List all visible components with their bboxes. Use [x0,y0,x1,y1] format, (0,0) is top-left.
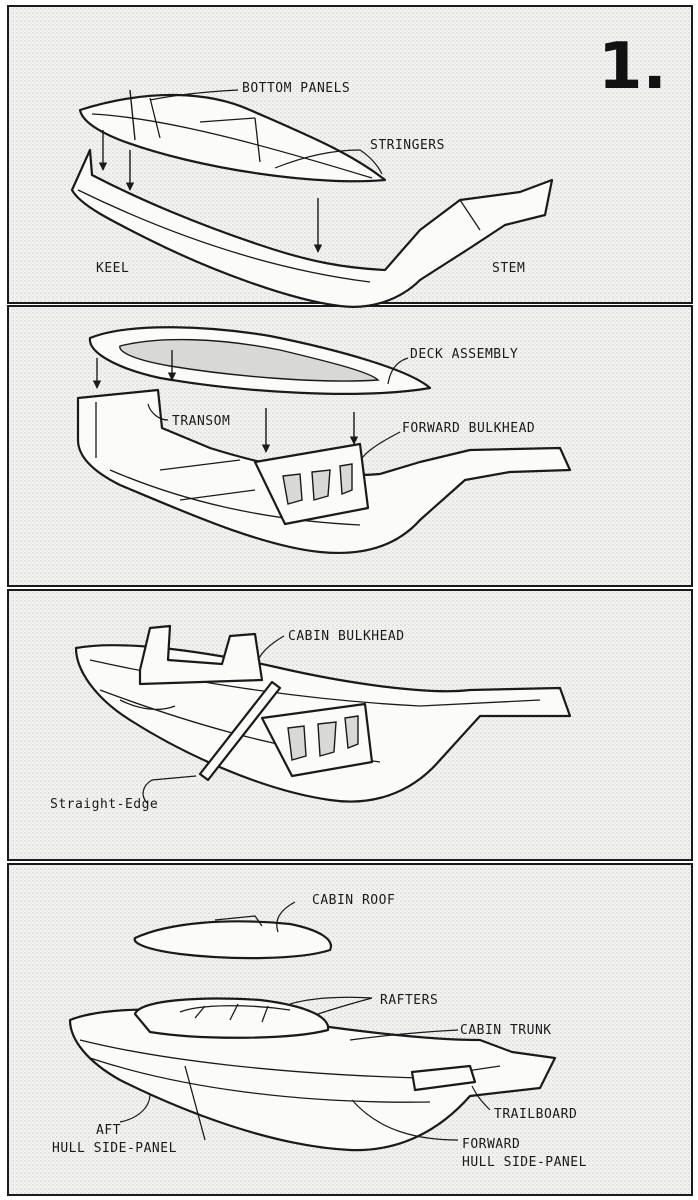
label-deck-assembly: DECK ASSEMBLY [410,347,518,362]
label-stringers: STRINGERS [370,138,445,153]
cabin-roof-shape [133,920,333,960]
panel-1 [7,5,693,304]
label-cabin-roof: CABIN ROOF [312,893,395,908]
step-number: 1. [598,30,667,104]
label-forward-bulkhead: FORWARD BULKHEAD [402,421,535,436]
label-straight-edge: Straight-Edge [50,797,158,812]
trailboard-shape [410,1064,477,1092]
cabin-bulkhead-shape [138,624,264,686]
keel-stem-shape [70,148,554,308]
label-aft-hull-side-panel-line1: AFT [96,1123,121,1138]
label-transom: TRANSOM [172,414,230,429]
label-keel: KEEL [96,261,129,276]
deck-opening [119,338,380,382]
label-cabin-trunk: CABIN TRUNK [460,1023,552,1038]
panel-2-drawing [76,326,572,555]
label-rafters: RAFTERS [380,993,438,1008]
label-aft-hull-side-panel-line2: HULL SIDE-PANEL [52,1141,177,1156]
straight-edge-shape [198,680,282,782]
panel-3-drawing [74,624,572,803]
forward-bulkhead-shape [253,442,370,526]
label-forward-hull-side-panel-line2: HULL SIDE-PANEL [462,1155,587,1170]
label-trailboard: TRAILBOARD [494,1107,577,1122]
panel-1-drawing [70,89,554,308]
label-cabin-bulkhead: CABIN BULKHEAD [288,629,405,644]
label-stem: STEM [492,261,525,276]
label-bottom-panels: BOTTOM PANELS [242,81,350,96]
label-forward-hull-side-panel-line1: FORWARD [462,1137,520,1152]
panel-4-drawing [68,915,557,1152]
